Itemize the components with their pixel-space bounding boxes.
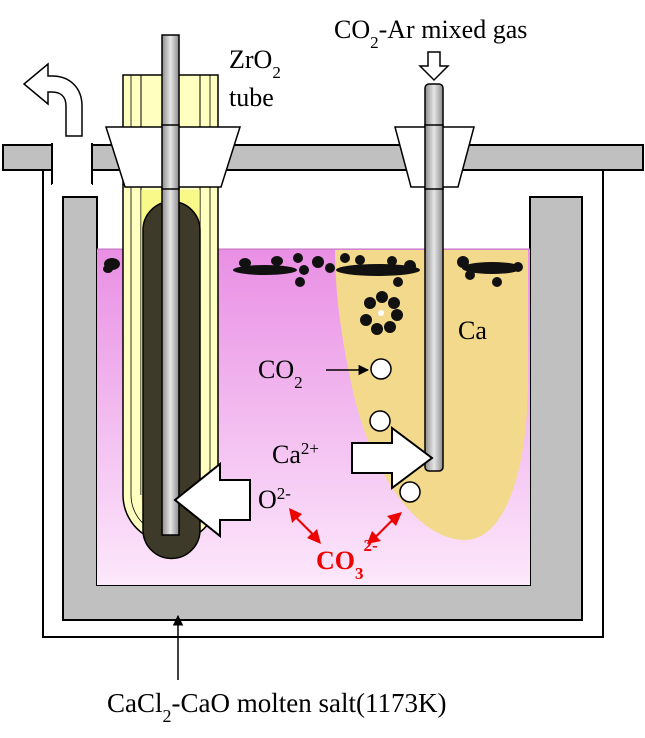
exhaust-port (52, 143, 92, 173)
ca-label: Ca (458, 316, 487, 345)
carbonate-equilibrium-arrows (289, 508, 402, 544)
co2-bubble-label: CO2 (258, 355, 303, 392)
ca2-ion-label: Ca2+ (272, 439, 319, 470)
calcium-ion-arrow-icon (351, 426, 434, 490)
carbon-particles (103, 253, 523, 335)
molten-salt-label: CaCl2-CaO molten salt(1173K) (107, 688, 446, 726)
oxide-ion-label: O2- (258, 484, 291, 515)
carbonate-ion-label: CO32- (316, 536, 378, 583)
gas-inlet-arrow-icon (418, 51, 450, 82)
gas-label: CO2-Ar mixed gas (334, 15, 527, 52)
tube-label: tube (229, 83, 274, 112)
left-rod (161, 34, 180, 536)
zro2-label: ZrO2 (229, 45, 281, 82)
oxide-ion-arrow-icon (173, 461, 251, 539)
co2-bubbles (369, 358, 421, 503)
exhaust-arrow-icon (22, 62, 83, 137)
lid (2, 144, 644, 171)
